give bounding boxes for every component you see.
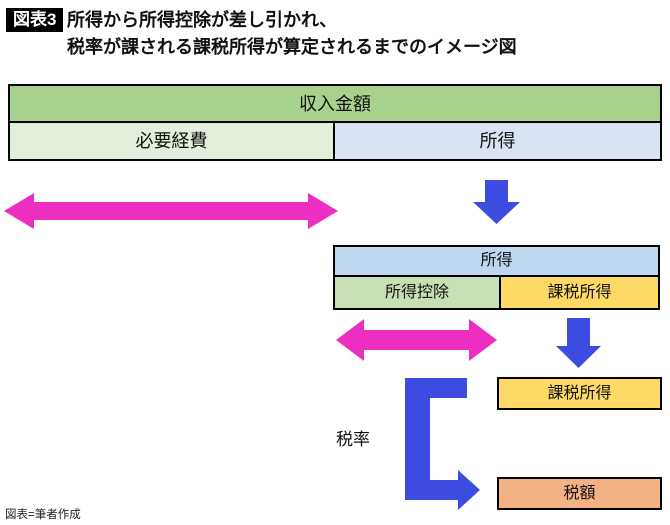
figure-title-line2: 税率が課される課税所得が算定されるまでのイメージ図 (67, 37, 517, 57)
deduction-cell: 所得控除 (333, 275, 501, 310)
taxable-down-arrow-icon (556, 318, 601, 368)
income-cell: 所得 (333, 121, 662, 161)
taxable-income-bar: 課税所得 (497, 377, 662, 410)
tax-rate-label: 税率 (336, 430, 370, 449)
tax-amount-bar: 税額 (497, 477, 662, 510)
expenses-cell: 必要経費 (8, 121, 335, 161)
income-total-bar: 収入金額 (8, 84, 662, 123)
credit-note: 図表=筆者作成 (5, 509, 81, 521)
figure-title-line1: 所得から所得控除が差し引かれ、 (67, 10, 338, 30)
deduction-double-arrow-icon (336, 319, 497, 361)
taxable-income-cell: 課税所得 (499, 275, 660, 310)
figure-title: 所得から所得控除が差し引かれ、 税率が課される課税所得が算定されるまでのイメージ… (67, 7, 517, 61)
expenses-double-arrow-icon (4, 193, 338, 229)
income-bar: 所得 (333, 245, 660, 277)
tax-rate-bent-arrow-icon (405, 378, 480, 510)
figure-number-badge: 図表3 (6, 8, 64, 32)
income-down-arrow-icon (473, 180, 520, 224)
